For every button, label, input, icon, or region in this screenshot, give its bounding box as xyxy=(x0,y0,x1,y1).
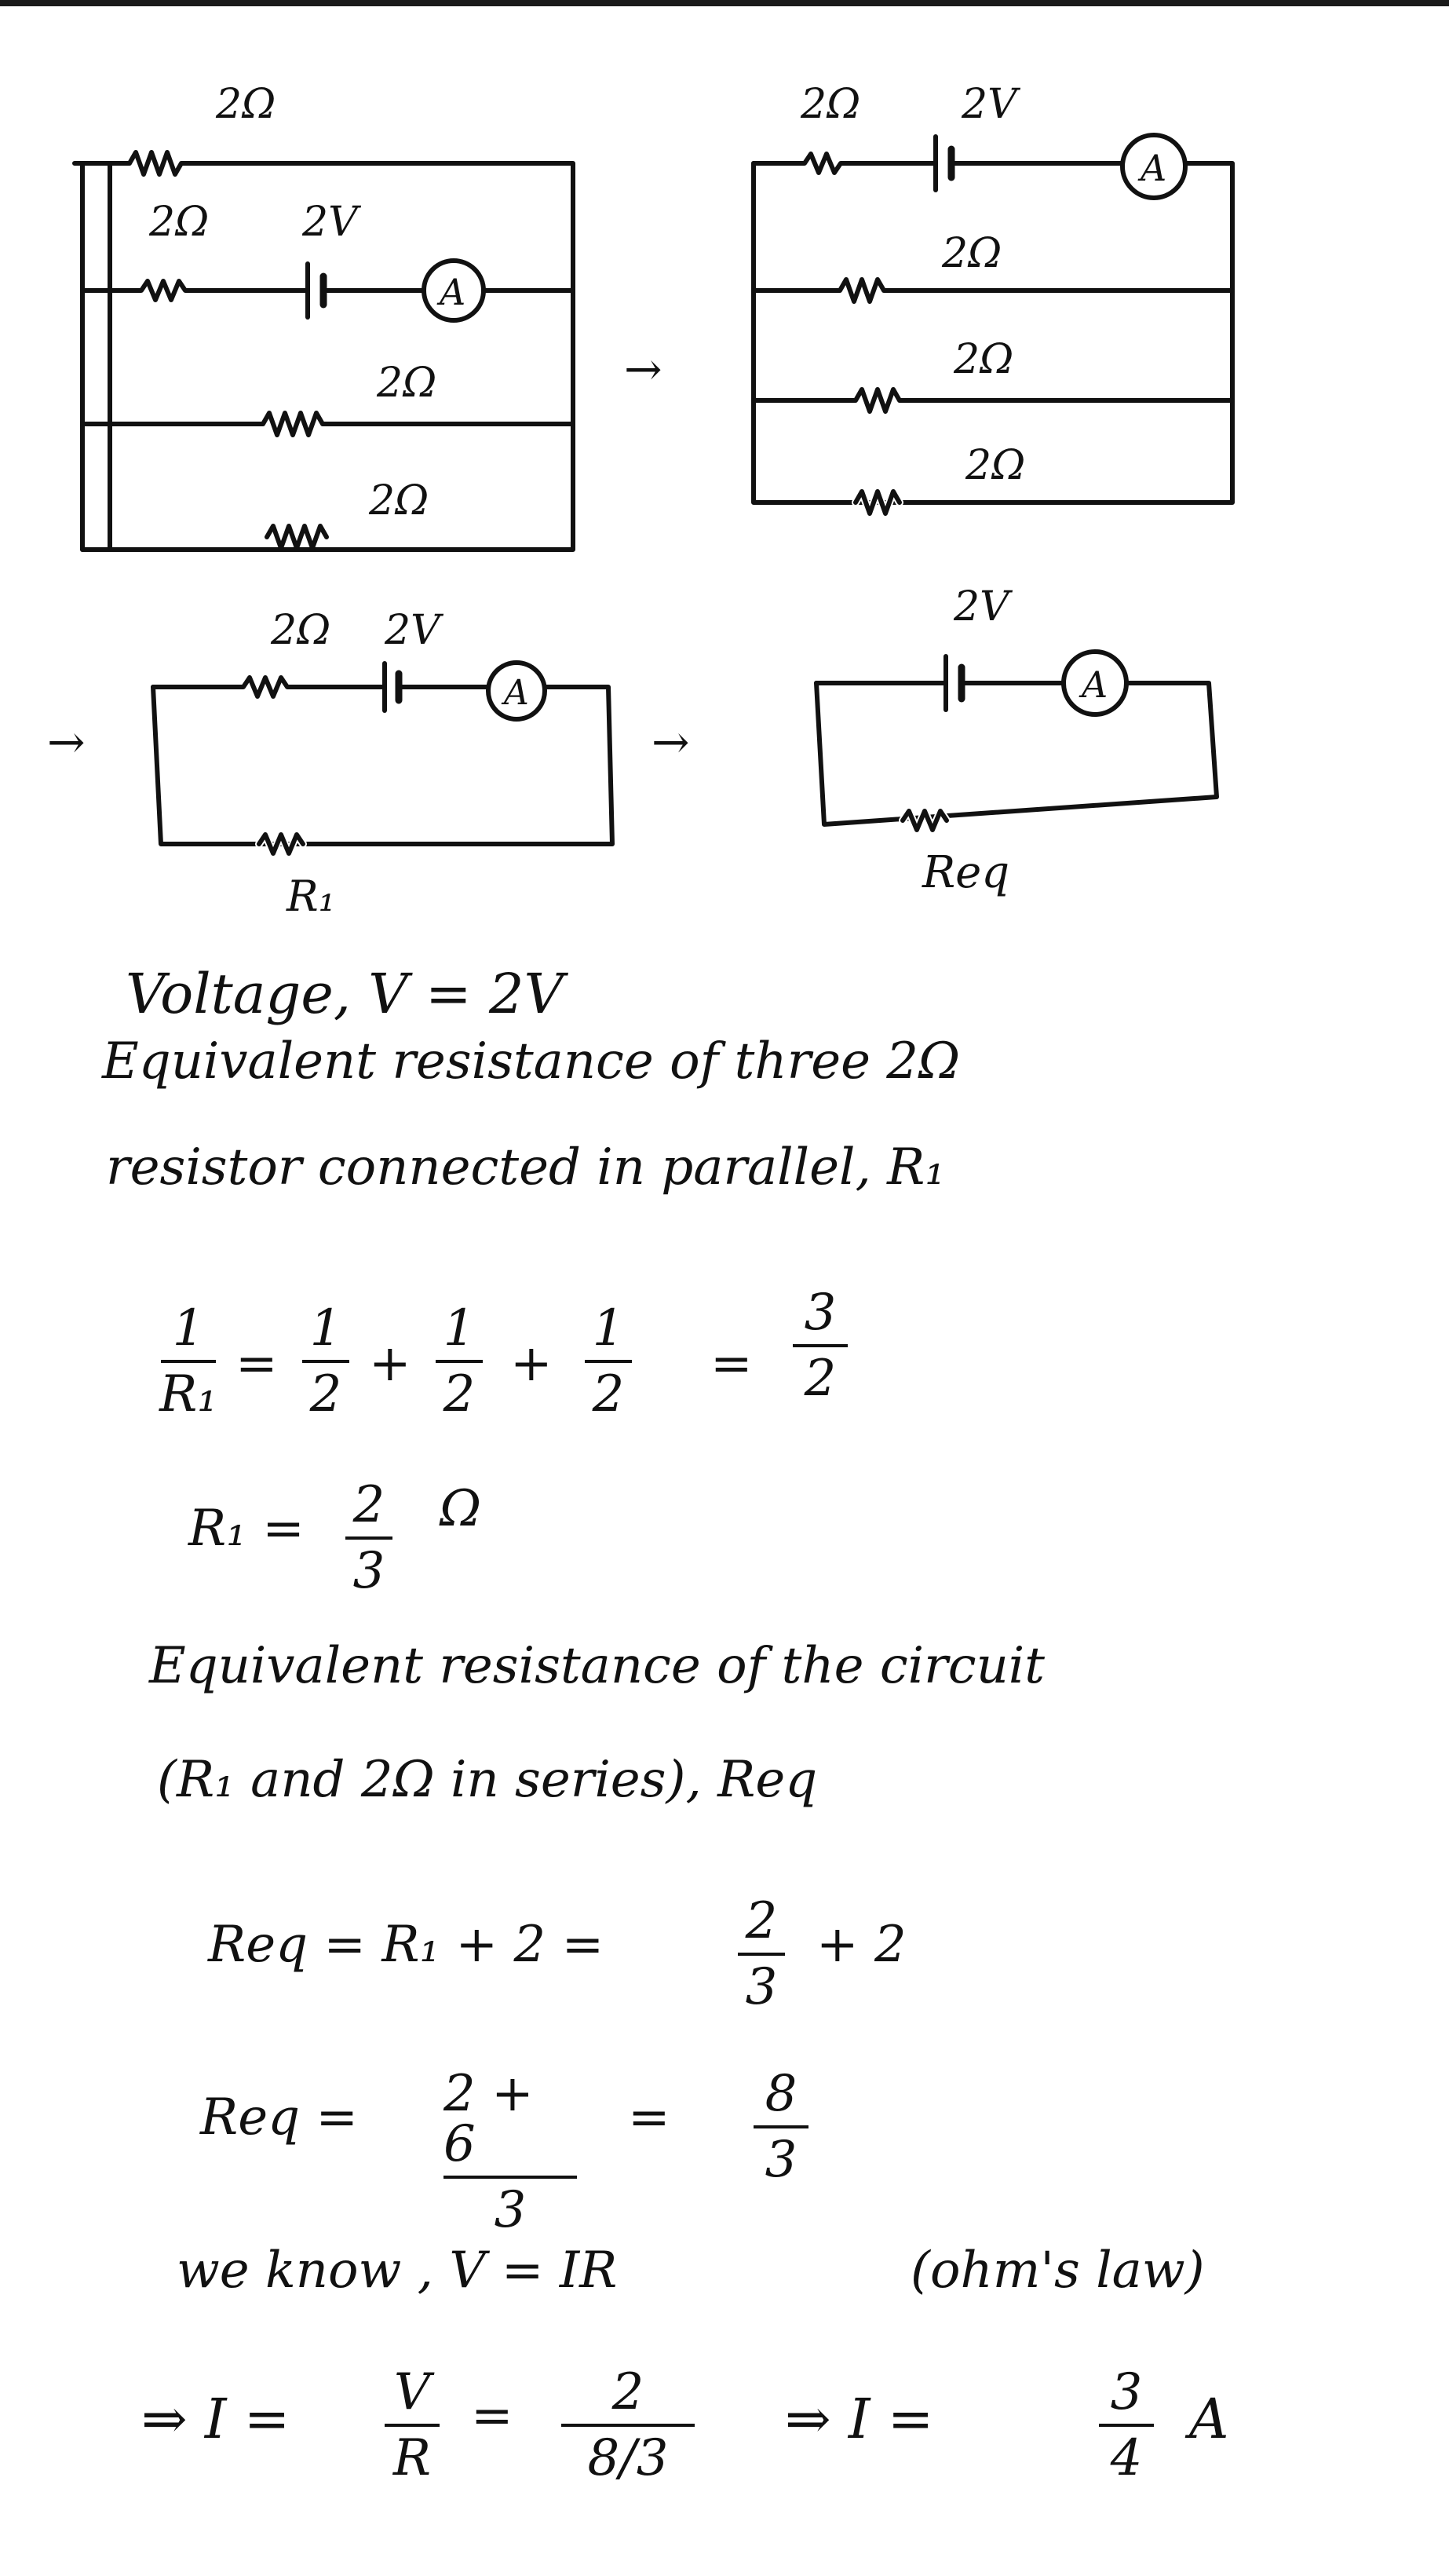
c4-v-label: 2V xyxy=(953,583,1013,630)
c1-ammeter-label: A xyxy=(436,271,465,313)
c1-r-top-label: 2Ω xyxy=(215,81,276,128)
c4-ammeter-label: A xyxy=(1079,663,1108,706)
eq5-unit: A xyxy=(1189,2387,1229,2451)
arrow-1: → xyxy=(624,342,662,396)
eq5-implies: ⇒ I = xyxy=(785,2387,934,2451)
arrow-2: → xyxy=(47,715,86,769)
c2-v-label: 2V xyxy=(961,81,1020,128)
c3-ammeter-label: A xyxy=(501,673,529,713)
c2-ammeter-label: A xyxy=(1137,147,1166,189)
eq4-equals: = xyxy=(628,2088,670,2147)
eq1-equals-1: = xyxy=(235,1335,278,1393)
c2-r-top-label: 2Ω xyxy=(800,81,860,128)
c1-v-label: 2V xyxy=(301,199,361,246)
c3-v-label: 2V xyxy=(384,607,443,654)
eq2-unit: Ω xyxy=(440,1480,482,1538)
c3-r-label: 2Ω xyxy=(270,607,330,654)
circuit-2-labels: 2Ω 2V A 2Ω 2Ω 2Ω xyxy=(800,81,1166,489)
circuit-3 xyxy=(151,660,615,857)
eq3-tail: + 2 xyxy=(816,1916,907,1974)
equiv-circuit-line-1: Equivalent resistance of the circuit xyxy=(149,1637,1045,1695)
equiv-parallel-line-2: resistor connected in parallel, R₁ xyxy=(106,1138,945,1197)
equiv-parallel-line-1: Equivalent resistance of three 2Ω xyxy=(102,1032,961,1091)
circuit-2 xyxy=(751,133,1235,517)
top-border xyxy=(0,0,1449,6)
c2-r2-label: 2Ω xyxy=(941,230,1002,277)
equiv-circuit-line-2: (R₁ and 2Ω in series), Req xyxy=(157,1751,818,1809)
ohm-law-line: we know , V = IR xyxy=(177,2242,618,2300)
c1-r-bot-label: 2Ω xyxy=(368,477,429,524)
circuit-3-labels: 2Ω 2V A R₁ xyxy=(270,607,529,921)
c2-r4-label: 2Ω xyxy=(965,442,1025,489)
c1-r-mid-label: 2Ω xyxy=(376,360,436,407)
circuit-4-labels: 2V A Req xyxy=(922,583,1108,898)
eq1-plus-2: + xyxy=(510,1335,553,1393)
c2-r3-label: 2Ω xyxy=(953,336,1013,383)
eq5-equals: = xyxy=(471,2387,513,2445)
voltage-line: Voltage, V = 2V xyxy=(126,962,564,1026)
arrow-3: → xyxy=(652,715,690,769)
eq1-equals-2: = xyxy=(710,1335,753,1393)
eq2-lhs: R₁ = xyxy=(188,1500,305,1558)
eq4-lhs: Req = xyxy=(200,2088,358,2147)
circuit-1-labels: 2Ω 2Ω 2V A 2Ω 2Ω xyxy=(148,81,465,524)
c3-r1-label: R₁ xyxy=(286,871,335,921)
circuit-1 xyxy=(72,150,575,552)
eq3-lhs: Req = R₁ + 2 = xyxy=(208,1916,604,1974)
circuit-diagrams: 2Ω 2Ω 2V A 2Ω 2Ω → 2Ω 2V A 2Ω 2Ω xyxy=(47,81,1235,921)
c4-req-label: Req xyxy=(922,847,1009,898)
circuit-4 xyxy=(814,649,1219,834)
eq5-start: ⇒ I = xyxy=(141,2387,290,2451)
c1-r-branch-label: 2Ω xyxy=(148,199,209,246)
eq1-plus-1: + xyxy=(369,1335,411,1393)
ohm-law-note: (ohm's law) xyxy=(911,2242,1205,2300)
